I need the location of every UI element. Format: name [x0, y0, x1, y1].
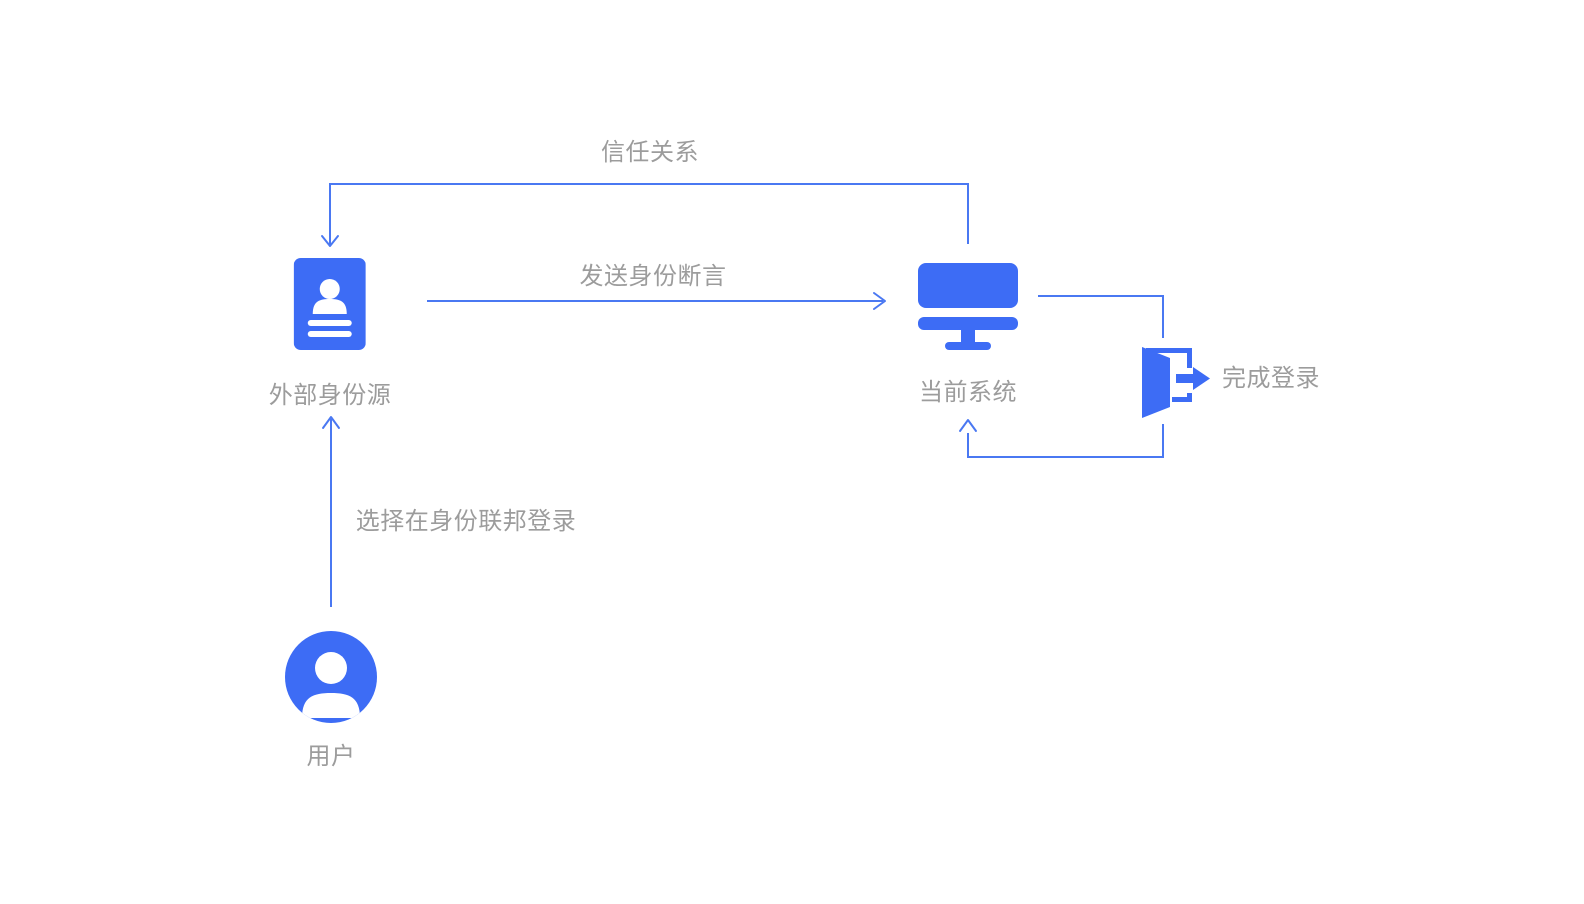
- user-avatar-icon: [285, 631, 377, 728]
- edge-label-assertion: 发送身份断言: [579, 263, 727, 290]
- trust-arrowhead: [321, 235, 339, 247]
- node-finish-login: [1129, 338, 1219, 424]
- node-current-system: 当前系统: [918, 263, 1018, 405]
- monitor-icon: [918, 263, 1018, 355]
- node-label-user: 用户: [306, 743, 356, 770]
- assertion-arrowhead: [873, 292, 886, 310]
- node-label-external-idp: 外部身份源: [268, 382, 392, 409]
- node-label-current-system: 当前系统: [919, 379, 1017, 406]
- node-external-idp: 外部身份源: [269, 258, 392, 408]
- login-loop-edge: [959, 295, 1164, 458]
- login-loop-arrowhead: [959, 419, 977, 432]
- node-label-finish-login: 完成登录: [1222, 365, 1320, 392]
- choose-federation-arrowhead: [322, 416, 340, 429]
- choose-federation-edge: [322, 416, 340, 607]
- edge-label-choose-federation: 选择在身份联邦登录: [355, 508, 577, 535]
- door-exit-icon: [1142, 347, 1210, 418]
- id-card-icon: [294, 258, 366, 355]
- node-user: 用户: [285, 631, 377, 769]
- edge-label-trust: 信任关系: [601, 139, 699, 166]
- trust-edge: [321, 183, 969, 247]
- assertion-edge: [427, 292, 886, 310]
